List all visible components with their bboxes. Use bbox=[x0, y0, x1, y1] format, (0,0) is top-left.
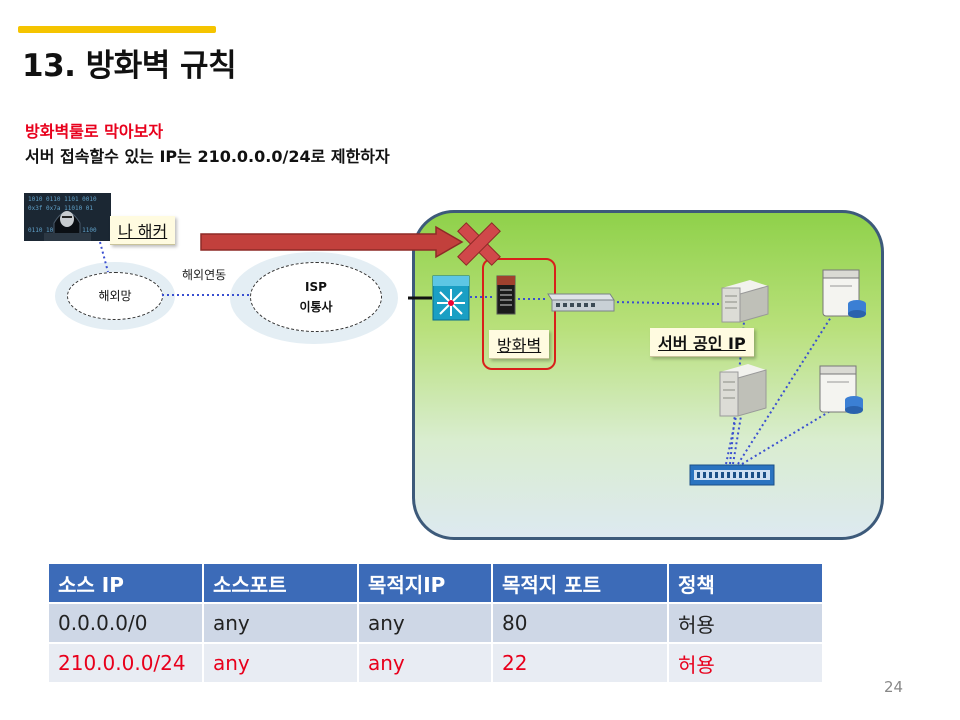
server-icon-1 bbox=[721, 280, 769, 323]
table-row: 210.0.0.0/24 any any 22 허용 bbox=[49, 643, 824, 684]
database-server-icon-1 bbox=[822, 269, 866, 318]
subtitle-black: 서버 접속할수 있는 IP는 210.0.0.0/24로 제한하자 bbox=[25, 147, 390, 166]
storage-link-2 bbox=[732, 409, 743, 465]
storage-link-3 bbox=[737, 305, 839, 465]
firewall-rules-table: 소스 IP 소스포트 목적지IP 목적지 포트 정책 0.0.0.0/0 any… bbox=[49, 564, 824, 684]
overseas-network-label: 해외망 bbox=[98, 289, 132, 303]
cell-source-ip: 210.0.0.0/24 bbox=[49, 643, 204, 684]
firewall-highlight-frame bbox=[482, 258, 556, 370]
cell-source-port: any bbox=[203, 603, 359, 644]
server-public-ip-label: 서버 공인 IP bbox=[650, 328, 754, 357]
hacker-image: 1010 0110 1101 0010 0x3f 0x7a 11010 01 0… bbox=[24, 193, 111, 241]
isp-label: ISP bbox=[305, 280, 327, 294]
cell-dest-port: 22 bbox=[492, 643, 669, 684]
router-server-link bbox=[611, 301, 723, 305]
cell-source-ip: 0.0.0.0/0 bbox=[49, 603, 204, 644]
carrier-label: 이통사 bbox=[299, 300, 333, 314]
header-dest-port: 목적지 포트 bbox=[492, 564, 669, 604]
database-server-icon-2 bbox=[819, 365, 863, 414]
link-label: 해외연동 bbox=[182, 268, 227, 282]
blocked-x-icon bbox=[457, 222, 501, 266]
header-source-port: 소스포트 bbox=[203, 564, 359, 604]
hacker-link bbox=[99, 241, 109, 273]
page-number: 24 bbox=[884, 678, 904, 696]
slide-title: 13. 방화벽 규칙 bbox=[22, 48, 237, 84]
firewall-label: 방화벽 bbox=[489, 330, 550, 359]
title-accent-bar bbox=[18, 26, 216, 33]
cell-source-port: any bbox=[203, 643, 359, 684]
table-header-row: 소스 IP 소스포트 목적지IP 목적지 포트 정책 bbox=[49, 564, 824, 604]
header-source-ip: 소스 IP bbox=[49, 564, 204, 604]
hacker-label: 나 해커 bbox=[110, 216, 176, 245]
firewall-device-icon bbox=[496, 275, 516, 315]
router-icon bbox=[547, 293, 615, 312]
attack-arrow-icon bbox=[200, 225, 464, 259]
cell-policy: 허용 bbox=[668, 643, 824, 684]
isp-node: ISP 이통사 bbox=[250, 262, 382, 332]
storage-switch-icon bbox=[689, 464, 775, 486]
server-icon-2 bbox=[719, 364, 767, 417]
header-policy: 정책 bbox=[668, 564, 824, 604]
subtitle-red: 방화벽룰로 막아보자 bbox=[25, 122, 164, 141]
cell-dest-ip: any bbox=[358, 643, 493, 684]
cell-dest-ip: any bbox=[358, 603, 493, 644]
table-row: 0.0.0.0/0 any any 80 허용 bbox=[49, 603, 824, 644]
header-dest-ip: 목적지IP bbox=[358, 564, 493, 604]
cell-dest-port: 80 bbox=[492, 603, 669, 644]
storage-link-5 bbox=[725, 411, 738, 465]
cell-policy: 허용 bbox=[668, 603, 824, 644]
switch-icon bbox=[432, 275, 470, 321]
hooded-figure-icon bbox=[44, 211, 91, 241]
